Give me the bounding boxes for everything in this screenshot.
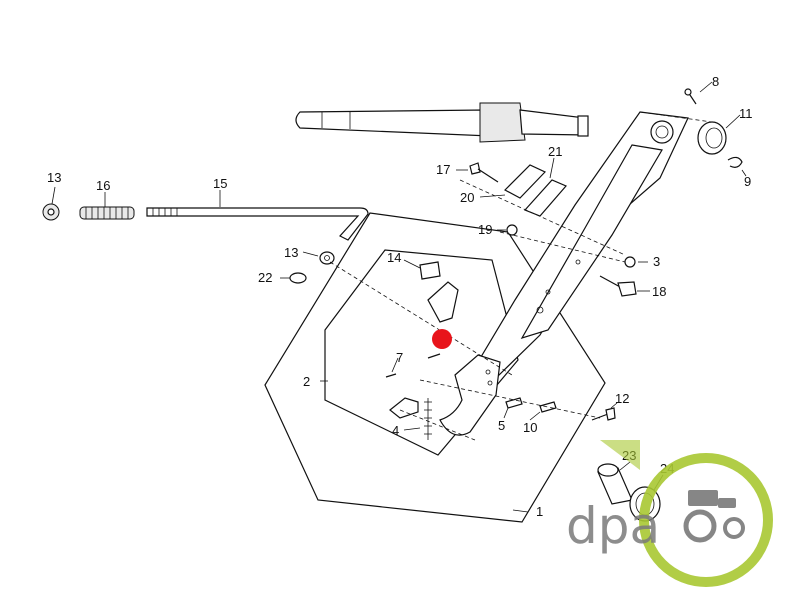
callout-14: 14 (387, 250, 401, 265)
callout-22: 22 (258, 270, 272, 285)
callout-11: 11 (739, 106, 753, 121)
callout-4: 4 (392, 423, 399, 438)
callout-5: 5 (498, 418, 505, 433)
callout-13-left: 13 (47, 170, 61, 185)
callout-21: 21 (548, 144, 562, 159)
latch (419, 261, 459, 323)
callout-16: 16 (96, 178, 110, 193)
bolt-17 (469, 162, 499, 183)
callout-7: 7 (396, 350, 403, 365)
callout-10: 10 (523, 420, 537, 435)
bushing-11 (697, 121, 727, 155)
logo-green-ring (639, 453, 773, 587)
spring (79, 206, 135, 220)
callout-17: 17 (436, 162, 450, 177)
callout-12: 12 (615, 391, 629, 406)
bolt-5 (505, 397, 523, 409)
nut-3 (624, 256, 636, 268)
callout-8: 8 (712, 74, 719, 89)
o-ring (289, 272, 307, 284)
pin-7 (385, 353, 441, 378)
callout-13-right: 13 (284, 245, 298, 260)
bolt-10 (539, 401, 557, 413)
callout-3: 3 (653, 254, 660, 269)
tractor-icon (683, 490, 745, 543)
bolt-18 (599, 275, 637, 297)
base-plate (264, 212, 606, 523)
assembly-lines (329, 111, 713, 441)
lift-arm (439, 111, 689, 436)
callout-15: 15 (213, 176, 227, 191)
plate-21 (523, 179, 567, 217)
logo-green-wedge (600, 440, 640, 470)
top-link-shaft (295, 102, 589, 143)
leader-lines (51, 81, 747, 513)
logo-text: dpa (566, 497, 660, 555)
callout-1: 1 (536, 504, 543, 519)
callout-9: 9 (744, 174, 751, 189)
callout-20: 20 (460, 190, 474, 205)
dpa-logo: dpa (566, 440, 773, 587)
callout-18: 18 (652, 284, 666, 299)
location-marker (432, 329, 452, 349)
nut-19 (506, 224, 518, 236)
hook-piece (389, 397, 432, 440)
bolt-12 (591, 407, 616, 421)
callout-19: 19 (478, 222, 492, 237)
callout-2: 2 (303, 374, 310, 389)
pin-9 (727, 156, 743, 168)
pin-8 (684, 88, 697, 105)
plate-20 (504, 164, 547, 199)
spring-rod (146, 207, 369, 241)
washer (319, 251, 335, 265)
nut-left (42, 203, 60, 221)
